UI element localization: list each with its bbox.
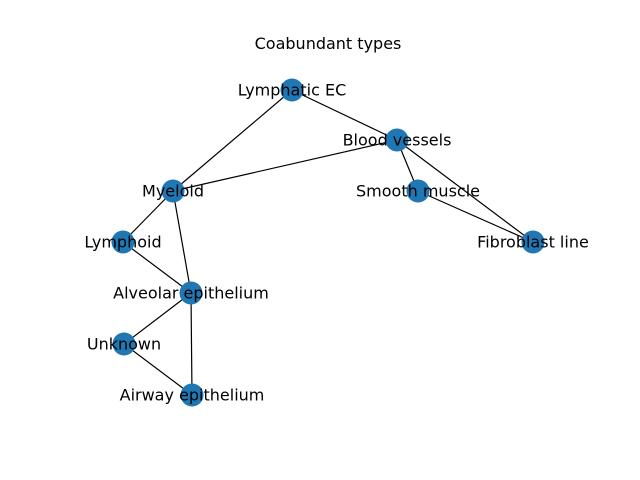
- edge-alveolar-epithelium-airway-epithelium: [190, 292, 193, 396]
- node-label-airway-epithelium: Airway epithelium: [120, 386, 265, 405]
- node-label-alveolar-epithelium: Alveolar epithelium: [113, 284, 269, 303]
- edge-myeloid-lymphoid: [122, 190, 174, 243]
- edge-blood-vessels-fibroblast-line: [396, 139, 534, 243]
- node-label-smooth-muscle: Smooth muscle: [356, 182, 480, 201]
- edge-alveolar-epithelium-unknown: [123, 292, 192, 345]
- graph-title: Coabundant types: [255, 34, 402, 53]
- node-alveolar-epithelium: [179, 281, 203, 305]
- node-label-blood-vessels: Blood vessels: [343, 131, 452, 150]
- edge-blood-vessels-myeloid: [172, 139, 398, 192]
- node-unknown: [112, 332, 136, 356]
- node-blood-vessels: [385, 128, 409, 152]
- node-lymphatic-ec: [280, 78, 304, 102]
- edge-lymphatic-ec-blood-vessels: [291, 89, 398, 141]
- node-lymphoid: [111, 230, 135, 254]
- edges-layer: [122, 89, 534, 396]
- edge-unknown-airway-epithelium: [123, 343, 193, 396]
- edge-lymphatic-ec-myeloid: [172, 89, 293, 192]
- edge-myeloid-alveolar-epithelium: [172, 190, 192, 294]
- node-myeloid: [161, 179, 185, 203]
- node-label-lymphatic-ec: Lymphatic EC: [238, 81, 346, 100]
- node-smooth-muscle: [406, 179, 430, 203]
- nodes-layer: [111, 78, 545, 407]
- edge-lymphoid-alveolar-epithelium: [122, 241, 192, 294]
- node-label-myeloid: Myeloid: [142, 182, 204, 201]
- node-fibroblast-line: [521, 230, 545, 254]
- node-label-lymphoid: Lymphoid: [84, 233, 161, 252]
- node-airway-epithelium: [180, 383, 204, 407]
- node-label-fibroblast-line: Fibroblast line: [477, 233, 589, 252]
- edge-smooth-muscle-fibroblast-line: [417, 190, 534, 243]
- node-label-unknown: Unknown: [87, 335, 161, 354]
